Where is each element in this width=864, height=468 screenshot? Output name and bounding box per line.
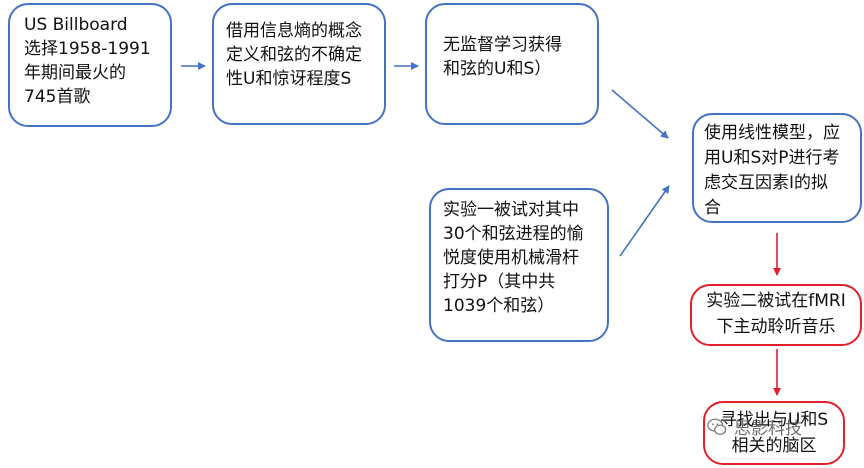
arrow-b5-b4 — [619, 185, 670, 257]
arrow-b3-b4 — [611, 89, 669, 139]
box-unsupervised-learning: 无监督学习获得 和弦的U和S） — [425, 3, 599, 125]
box-entropy-definition: 借用信息熵的概念 定义和弦的不确定 性U和惊讶程度S — [212, 3, 386, 125]
box-experiment-two: 实验二被试在fMRI 下主动聆听音乐 — [690, 284, 862, 346]
box-experiment-one: 实验一被试对其中 30个和弦进程的愉 悦度使用机械滑杆 打分P（其中共 1039… — [429, 188, 609, 342]
watermark-text: 思影科技 — [734, 419, 802, 439]
watermark: 思影科技 — [706, 414, 802, 439]
box-linear-model: 使用线性模型，应 用U和S对P进行考 虑交互因素I的拟 合 — [692, 113, 862, 223]
box-billboard-songs: US Billboard 选择1958-1991 年期间最火的 745首歌 — [8, 3, 172, 127]
box-brain-regions: 寻找出与U和S 相关的脑区 — [703, 401, 845, 465]
wechat-icon — [707, 418, 727, 435]
